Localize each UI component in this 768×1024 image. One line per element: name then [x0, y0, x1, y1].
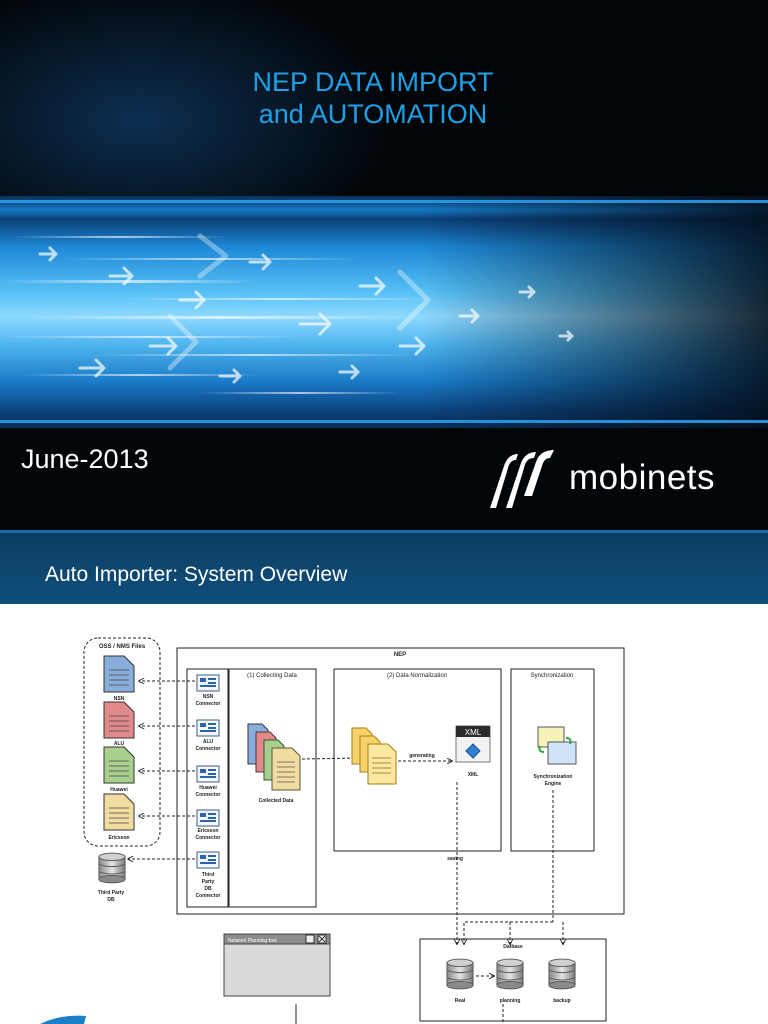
cover-date: June-2013	[21, 444, 149, 474]
collected-to-normalization-arrow	[301, 758, 360, 759]
xml-icon-label: XML	[465, 728, 482, 737]
network-planning-label: Network Planning tool	[228, 938, 277, 944]
mobinets-logo-icon	[490, 450, 554, 508]
connector-label: Connector	[196, 746, 221, 752]
collected-data-icon	[247, 723, 301, 791]
connector-to-file-arrows	[128, 681, 195, 859]
db-item-label: planning	[500, 998, 521, 1004]
third-party-db-label-line2: DB	[107, 897, 115, 903]
normalized-files-icon	[351, 727, 397, 785]
connector-label: Connector	[196, 835, 221, 841]
third-party-db-icon	[98, 852, 126, 884]
oss-group-label: OSS / NMS Files	[99, 644, 146, 650]
partial-logo-icon	[40, 1015, 86, 1024]
vendor-file-label: Ericsson	[108, 835, 129, 841]
connector-icon	[196, 851, 220, 869]
slide2-title: Auto Importer: System Overview	[45, 563, 348, 586]
vendor-file-icon	[103, 701, 135, 739]
database-label: Datbase	[503, 944, 523, 950]
cover-slide: NEP DATA IMPORT and AUTOMATION June-2013…	[0, 0, 768, 530]
connector-label: Party	[202, 879, 215, 885]
connector-icon	[196, 765, 220, 783]
nep-label: NEP	[394, 652, 406, 658]
connector-label: Huawei	[199, 785, 217, 791]
oss-group-box	[83, 637, 161, 847]
cover-title-line2: and AUTOMATION	[258, 99, 488, 129]
logo-text: mobinets	[569, 458, 716, 497]
database-box	[419, 938, 607, 1022]
xml-icon	[455, 725, 491, 763]
sync-engine-label-line2: Engine	[545, 781, 562, 787]
generating-label: generating	[409, 753, 435, 759]
system-overview-diagram: OSS / NMS Files NSN ALU Huawei Ericsson …	[40, 637, 625, 1024]
connector-label: NSN	[203, 694, 214, 700]
speed-arrows-graphic	[0, 200, 768, 423]
connector-labels: NSN Connector ALU Connector Huawei Conne…	[196, 694, 221, 899]
connector-label: ALU	[203, 739, 214, 745]
collecting-data-label: (1) Collecting Data	[247, 673, 297, 679]
connector-label: Connector	[196, 701, 221, 707]
vendor-file-label: ALU	[114, 741, 125, 747]
xml-label: XML	[468, 772, 479, 778]
saving-label: saving	[447, 856, 463, 862]
sync-to-database-arrows	[464, 790, 563, 944]
vendor-file-icon	[103, 655, 135, 693]
database-icon-planning	[496, 958, 524, 990]
connector-icon	[196, 719, 220, 737]
connector-label: Connector	[196, 792, 221, 798]
db-item-label: backup	[553, 998, 571, 1004]
connector-icon	[196, 674, 220, 692]
db-item-label: Real	[455, 998, 466, 1004]
vendor-file-icon	[103, 746, 135, 784]
collecting-data-box	[228, 668, 317, 908]
slide2-header: Auto Importer: System Overview	[0, 530, 768, 604]
vendor-file-icon	[103, 793, 135, 831]
vendor-file-label: Huawei	[110, 787, 128, 793]
nep-box	[176, 647, 625, 915]
cover-title: NEP DATA IMPORT and AUTOMATION	[0, 66, 746, 130]
vendor-file-labels: NSN ALU Huawei Ericsson	[108, 696, 129, 841]
sync-label: Synchronization	[531, 673, 574, 679]
connector-label: Connector	[196, 893, 221, 899]
connector-icon	[196, 809, 220, 827]
normalization-label: (2) Data Normalization	[387, 673, 447, 679]
third-party-db-label-line1: Third Party	[98, 890, 125, 896]
sync-engine-label-line1: Synchronization	[534, 774, 573, 780]
connector-label: Ericsson	[197, 828, 218, 834]
database-icon-backup	[548, 958, 576, 990]
database-icon-real	[446, 958, 474, 990]
vendor-file-label: NSN	[114, 696, 125, 702]
network-planning-window	[223, 933, 331, 997]
sync-engine-icon	[537, 726, 577, 765]
normalization-box	[333, 668, 502, 852]
speed-band	[0, 196, 768, 428]
collected-data-label: Collected Data	[259, 798, 294, 804]
cover-title-line1: NEP DATA IMPORT	[252, 67, 494, 97]
connector-label: Third	[202, 872, 215, 878]
vendor-file-icons	[103, 655, 135, 831]
connector-label: DB	[204, 886, 212, 892]
connectors-column	[186, 668, 229, 908]
